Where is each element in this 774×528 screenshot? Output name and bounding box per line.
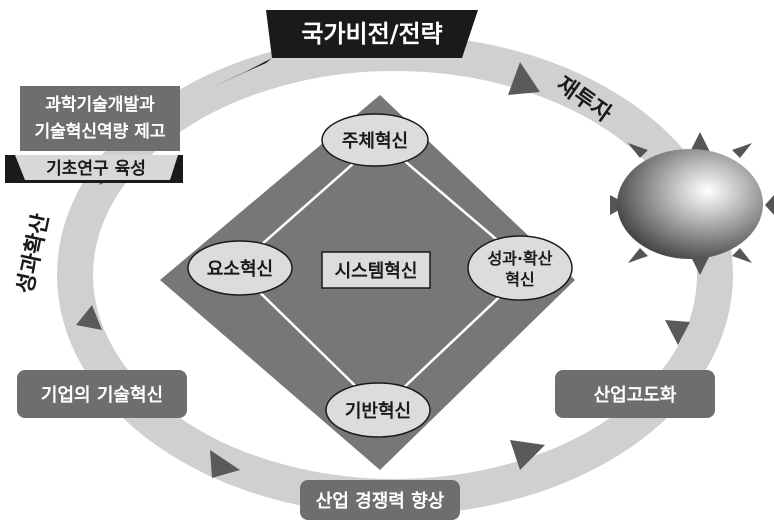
competitiveness-label: 산업 경쟁력 향상 <box>316 491 445 512</box>
enterprise-innovation-label: 기업의 기술혁신 <box>41 384 163 406</box>
element-innovation-label: 요소혁신 <box>207 258 273 280</box>
science-tech-box: 과학기술개발과 기술혁신역량 제고 기초연구 육성 <box>5 86 183 183</box>
diffusion-label: 성과확산 <box>13 211 54 295</box>
arrow-icon <box>210 450 240 478</box>
diamond-node-bottom: 기반혁신 <box>325 382 431 438</box>
science-tech-line1: 과학기술개발과 <box>45 95 155 115</box>
industry-upgrade-box: 산업고도화 <box>555 370 715 418</box>
national-vision-label: 국가비전/전략 <box>301 20 442 48</box>
arrow-icon <box>510 440 545 470</box>
enterprise-innovation-box: 기업의 기술혁신 <box>17 370 187 418</box>
industry-upgrade-label: 산업고도화 <box>594 385 677 406</box>
diamond-node-center: 시스템혁신 <box>321 251 431 289</box>
science-tech-line2: 기술혁신역량 제고 <box>34 121 165 142</box>
basic-research-label: 기초연구 육성 <box>46 159 146 179</box>
national-vision-box: 국가비전/전략 <box>210 10 478 88</box>
diamond-node-right: 성과·확산 혁신 <box>467 235 573 301</box>
diamond-node-left: 요소혁신 <box>187 240 293 296</box>
diffusion-innovation-line2: 혁신 <box>505 270 534 289</box>
arrow-icon <box>508 62 540 95</box>
system-innovation-label: 시스템혁신 <box>335 260 418 282</box>
arrow-icon <box>665 320 690 345</box>
arrow-icon <box>76 305 102 330</box>
diffusion-innovation-line1: 성과·확산 <box>488 249 553 268</box>
infrastructure-innovation-label: 기반혁신 <box>345 400 411 422</box>
competitiveness-box: 산업 경쟁력 향상 <box>300 480 460 520</box>
diamond-node-top: 주체혁신 <box>321 113 429 167</box>
sun-icon <box>610 132 774 275</box>
actor-innovation-label: 주체혁신 <box>342 130 408 152</box>
